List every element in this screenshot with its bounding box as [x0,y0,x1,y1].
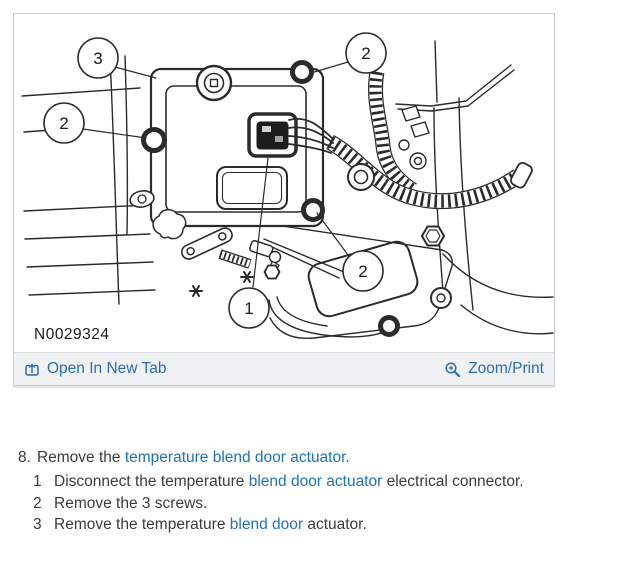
callout-2-top-right-label: 2 [361,44,370,63]
callout-3-label: 3 [93,49,102,68]
substeps: 1 Disconnect the temperature blend door … [33,471,608,536]
zoom-print-label: Zoom/Print [468,360,544,377]
figure-id-label: N0029324 [34,326,110,343]
substep-3-number: 3 [33,516,42,534]
callout-circles [43,32,387,329]
substep-3: 3 Remove the temperature blend door actu… [33,514,608,536]
viewer-toolbar: Open In New Tab Zoom/Print [14,352,554,385]
callout-2-top-right-circle [345,32,387,74]
callout-1-label: 1 [244,299,253,318]
open-in-new-tab-icon [25,363,39,376]
instructions: 8. Remove the temperature blend door act… [18,447,608,536]
diagram-canvas: 3 2 2 2 1 N0029324 [14,14,554,352]
step-8: 8. Remove the temperature blend door act… [18,447,608,469]
substep-1: 1 Disconnect the temperature blend door … [33,471,608,493]
step-text: Remove the temperature blend door actuat… [37,447,350,469]
open-in-new-tab-button[interactable]: Open In New Tab [24,360,166,378]
callout-3-circle [77,37,119,79]
callout-2-left-label: 2 [59,114,68,133]
inline-link[interactable]: blend door actuator [248,472,383,490]
inline-link[interactable]: temperature blend door actuator. [124,449,350,466]
substep-3-text: Remove the temperature blend door actuat… [54,514,367,536]
figure-diagram-svg: 3 2 2 2 1 N0029324 [21,32,554,343]
inline-text: Remove the [36,449,125,466]
substep-2-number: 2 [33,494,42,512]
substep-1-number: 1 [33,472,42,490]
inline-text: Disconnect the temperature [54,472,249,490]
callout-1-circle [228,287,270,329]
callout-2-left-circle [43,102,85,144]
zoom-print-button[interactable]: Zoom/Print [444,360,544,378]
substep-1-text: Disconnect the temperature blend door ac… [54,471,524,493]
figure-viewer: 3 2 2 2 1 N0029324 Open In New Tab [13,13,555,386]
step-number: 8. [18,449,31,466]
substep-2-text: Remove the 3 screws. [54,493,207,515]
inline-text: Remove the temperature [54,516,230,534]
open-in-new-tab-label: Open In New Tab [47,360,167,377]
callout-2-bottom-circle [342,250,384,292]
inline-text: electrical connector. [382,472,524,490]
inline-link[interactable]: blend door [229,516,304,534]
callout-2-bottom-label: 2 [358,262,367,281]
inline-text: Remove the 3 screws. [54,494,208,512]
substep-2: 2 Remove the 3 screws. [33,493,608,515]
magnifier-icon [445,361,461,377]
inline-text: actuator. [303,516,367,534]
